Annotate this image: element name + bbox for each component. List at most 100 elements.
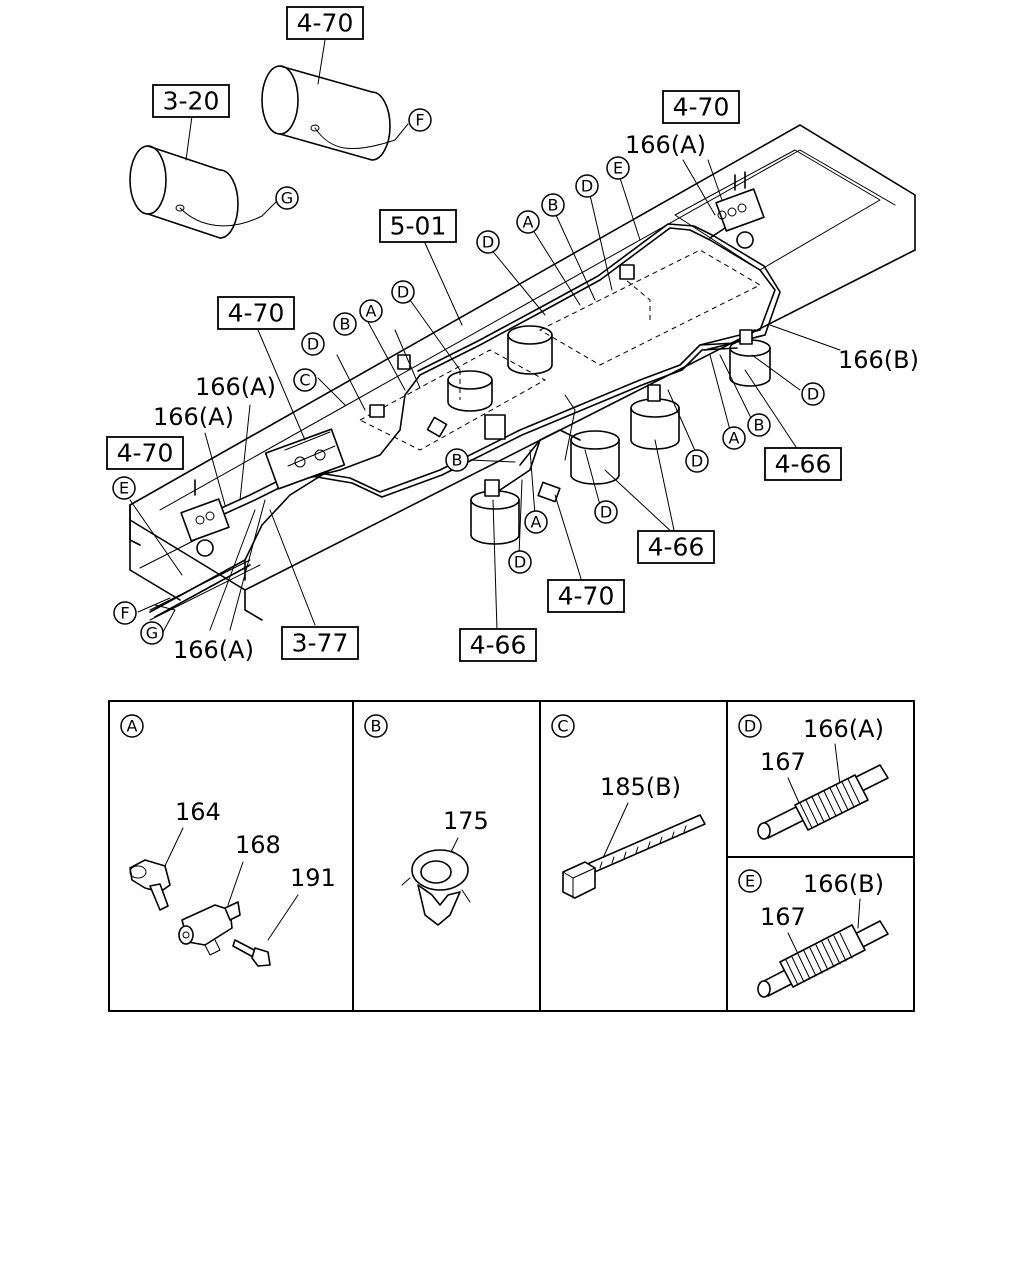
leveling-valve-front [180, 479, 230, 557]
part-label-164: 164 [175, 798, 221, 826]
callout-a-right: A [722, 426, 746, 450]
part-label-166b-right: 166(B) [838, 346, 919, 374]
callout-c: C [293, 368, 317, 392]
svg-text:3-77: 3-77 [292, 629, 349, 658]
svg-text:F: F [120, 604, 129, 623]
air-spring-rear-right [729, 339, 771, 387]
svg-text:G: G [146, 624, 158, 643]
svg-text:D: D [397, 283, 409, 302]
callout-a-center: A [359, 299, 383, 323]
ref-box-4-66-right: 4-66 [764, 447, 842, 481]
ref-box-4-70-right: 4-70 [662, 90, 740, 124]
detail-panels [108, 700, 915, 1012]
svg-text:5-01: 5-01 [390, 212, 447, 241]
hose-with-spring-icon [757, 764, 889, 840]
callout-a-lower: A [524, 510, 548, 534]
svg-text:A: A [531, 513, 542, 532]
leader-line [185, 39, 326, 161]
cable-tie-icon [562, 814, 706, 899]
callout-d-right-lower: D [685, 449, 709, 473]
callout-e-top: E [606, 156, 630, 180]
svg-text:D: D [807, 385, 819, 404]
part-label-167-e: 167 [760, 903, 806, 931]
callout-b-right: B [747, 413, 771, 437]
detail-panel-b: B 175 [364, 714, 489, 926]
leveling-valve-rear [715, 171, 765, 249]
part-label-166a-bottom: 166(A) [173, 636, 254, 664]
ref-box-5-01: 5-01 [379, 209, 457, 243]
callout-d-lower-right: D [594, 500, 618, 524]
part-label-175: 175 [443, 807, 489, 835]
svg-text:E: E [745, 872, 755, 891]
part-label-185b: 185(B) [600, 773, 681, 801]
air-spring-center [447, 325, 553, 412]
part-label-166a-left2: 166(A) [153, 403, 234, 431]
callout-e-left: E [112, 476, 136, 500]
callout-g-left: G [140, 621, 164, 645]
ref-box-4-70-top: 4-70 [286, 6, 364, 40]
leader-lines [129, 159, 841, 633]
svg-text:A: A [523, 213, 534, 232]
callout-d-center: D [391, 280, 415, 304]
callout-b-top: B [541, 193, 565, 217]
ref-box-3-20: 3-20 [152, 84, 230, 118]
svg-text:E: E [613, 159, 623, 178]
svg-text:4-70: 4-70 [558, 582, 615, 611]
air-tank-upper [261, 65, 409, 161]
svg-text:C: C [557, 717, 568, 736]
clip-icon [401, 849, 471, 926]
svg-text:4-70: 4-70 [117, 439, 174, 468]
bolt-icon [232, 939, 271, 967]
svg-text:4-66: 4-66 [470, 631, 527, 660]
svg-text:B: B [548, 196, 559, 215]
part-label-166a-left1: 166(A) [195, 373, 276, 401]
ref-box-4-66-bottom: 4-66 [459, 628, 537, 662]
elbow-fitting-icon [129, 859, 171, 911]
svg-text:G: G [281, 189, 293, 208]
air-spring-front-left [470, 490, 520, 545]
svg-text:F: F [415, 111, 424, 130]
part-label-167-d: 167 [760, 748, 806, 776]
ref-box-4-70-center: 4-70 [217, 296, 295, 330]
callout-f-left: F [113, 601, 137, 625]
valve-assembly-center [264, 428, 346, 490]
ref-box-3-77: 3-77 [281, 626, 359, 660]
ref-box-4-70-left: 4-70 [106, 436, 184, 470]
part-label-166b-detail: 166(B) [803, 870, 884, 898]
callout-b-lower: B [445, 448, 469, 472]
svg-text:C: C [299, 371, 310, 390]
svg-text:4-70: 4-70 [228, 299, 285, 328]
air-spring-front-right [570, 430, 620, 485]
svg-text:D: D [514, 553, 526, 572]
detail-panel-a: A 164 168 191 [120, 714, 336, 967]
callout-g-upper: G [275, 186, 299, 210]
ref-box-4-70-bottom: 4-70 [547, 579, 625, 613]
part-label-166a-top: 166(A) [625, 131, 706, 159]
svg-text:3-20: 3-20 [163, 87, 220, 116]
svg-text:E: E [119, 479, 129, 498]
svg-text:B: B [340, 315, 351, 334]
panel-d-letter: D [738, 714, 762, 738]
part-label-166a-detail: 166(A) [803, 715, 884, 743]
callout-d-right: D [801, 382, 825, 406]
callout-d-upper-center: D [476, 230, 500, 254]
cross-member-hidden [358, 249, 762, 451]
callout-a-top: A [516, 210, 540, 234]
svg-text:4-70: 4-70 [673, 93, 730, 122]
callout-f-upper: F [408, 108, 432, 132]
part-label-191: 191 [290, 864, 336, 892]
air-tank-lower [129, 145, 277, 239]
svg-text:D: D [600, 503, 612, 522]
svg-text:D: D [581, 177, 593, 196]
panel-e-letter: E [738, 869, 762, 893]
panel-b-letter: B [364, 714, 388, 738]
detail-panel-d: D 166(A) 167 [738, 714, 889, 840]
tee-fitting-icon [178, 901, 241, 956]
part-label-168: 168 [235, 831, 281, 859]
svg-text:D: D [744, 717, 756, 736]
svg-text:D: D [482, 233, 494, 252]
svg-text:B: B [754, 416, 765, 435]
callout-b-center: B [333, 312, 357, 336]
svg-text:D: D [691, 452, 703, 471]
panel-a-letter: A [120, 714, 144, 738]
